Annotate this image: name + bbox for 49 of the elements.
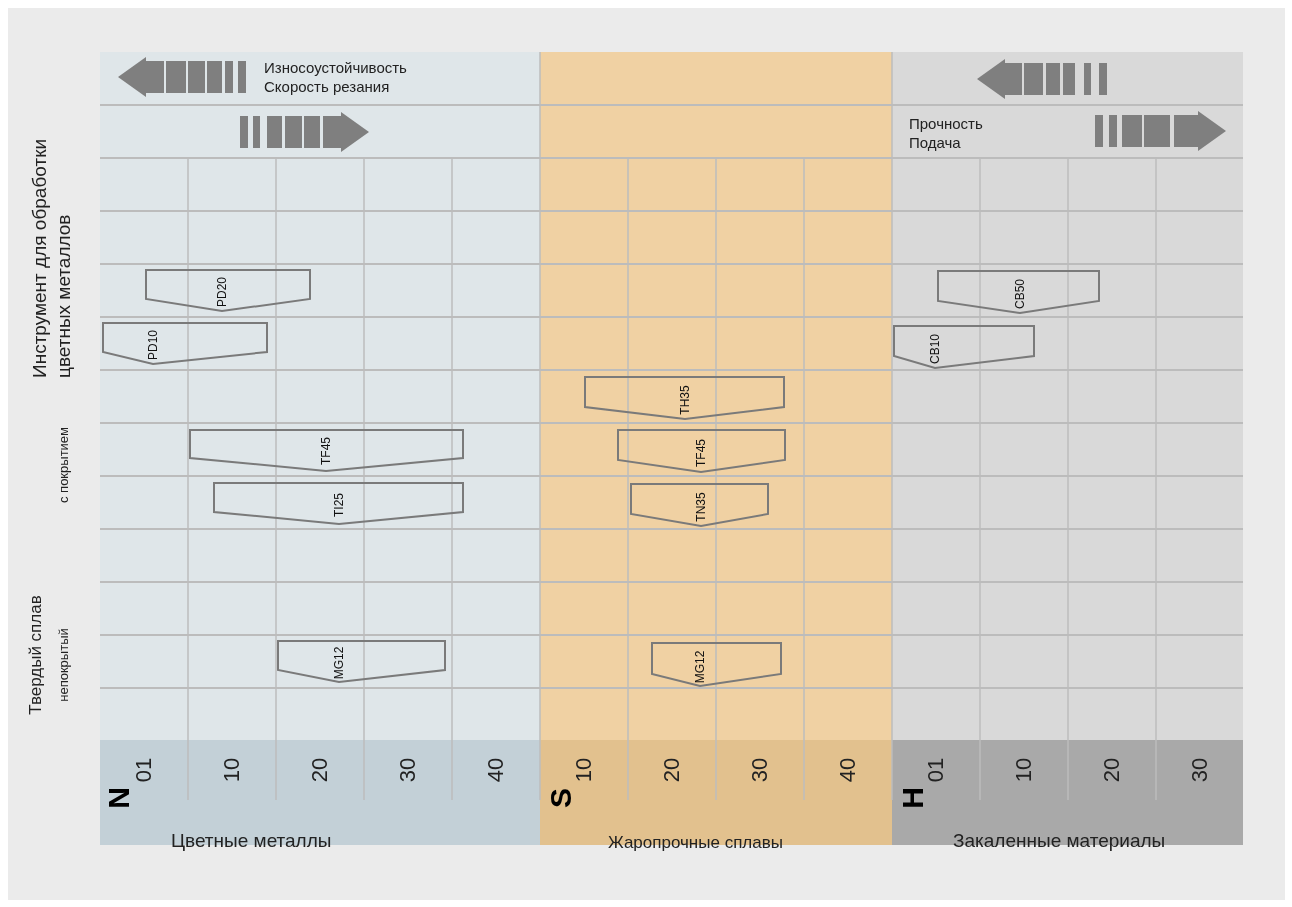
column-number: 20	[1099, 757, 1125, 783]
column-number: 20	[659, 757, 685, 783]
group-letter: H	[896, 787, 930, 809]
grade-name: TF45	[694, 439, 708, 467]
column-number: 40	[835, 757, 861, 783]
grade-name: TI25	[332, 493, 346, 517]
column-number: 10	[1011, 757, 1037, 783]
grade-name: CB10	[928, 334, 942, 364]
column-number: 40	[483, 757, 509, 783]
column-number: 30	[747, 757, 773, 783]
grade-range-marker	[937, 270, 1100, 314]
group-name: Закаленные материалы	[953, 830, 1166, 852]
column-number: 01	[131, 757, 157, 783]
group-letter: S	[544, 788, 578, 808]
group-letter: N	[102, 787, 136, 809]
grade-range-marker	[189, 429, 464, 472]
group-name: Цветные металлы	[171, 830, 332, 852]
grade-range-marker	[651, 642, 782, 687]
grade-name: TN35	[694, 492, 708, 522]
grade-range-marker	[145, 269, 311, 312]
group-name: Жаропрочные сплавы	[608, 833, 783, 853]
side-title: Инструмент для обработки цветных металлов	[28, 137, 75, 378]
grade-name: MG12	[693, 650, 707, 684]
property-label: Скорость резания	[264, 78, 390, 95]
column-number: 10	[571, 757, 597, 783]
grade-name: CB50	[1013, 279, 1027, 309]
grade-name: PD20	[215, 277, 229, 307]
property-label: Прочность	[909, 115, 983, 132]
grade-range-marker	[630, 483, 769, 527]
grade-range-marker	[893, 325, 1035, 369]
column-number: 10	[219, 757, 245, 783]
column-number: 30	[1187, 757, 1213, 783]
grade-range-marker	[617, 429, 786, 473]
grade-range-marker	[102, 322, 268, 365]
grade-name: TH35	[678, 385, 692, 415]
grade-range-marker	[213, 482, 464, 525]
side-label: с покрытием	[55, 427, 71, 503]
property-label: Подача	[909, 134, 961, 151]
grade-name: PD10	[146, 330, 160, 360]
side-label: непокрытый	[55, 628, 71, 702]
grade-range-marker	[584, 376, 785, 420]
column-number: 20	[307, 757, 333, 783]
property-label: Износоустойчивость	[264, 59, 407, 76]
grade-name: MG12	[332, 646, 346, 680]
side-label: Твердый сплав	[26, 595, 46, 715]
grade-name: TF45	[319, 437, 333, 465]
grade-range-marker	[277, 640, 446, 683]
column-number: 01	[923, 757, 949, 783]
column-number: 30	[395, 757, 421, 783]
